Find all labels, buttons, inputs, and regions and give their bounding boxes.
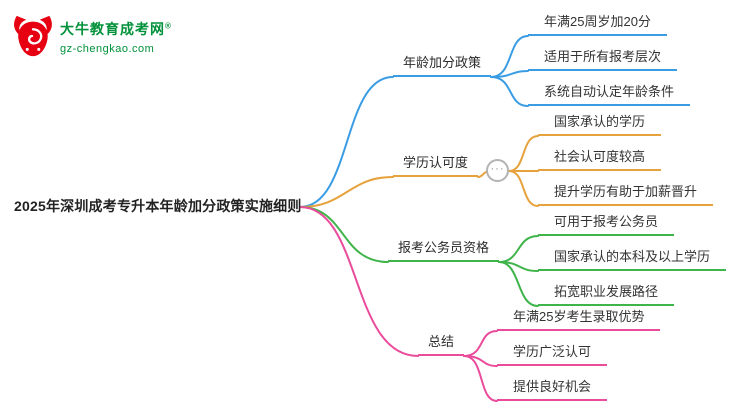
link-root-recognition bbox=[299, 176, 394, 208]
link-recognition-child-3 bbox=[508, 170, 539, 207]
child-node[interactable]: 适用于所有报考层次 bbox=[528, 46, 678, 71]
child-node[interactable]: 学历广泛认可 bbox=[497, 341, 608, 366]
link-summary-child-2 bbox=[463, 355, 498, 367]
child-node[interactable]: 年满25岁考生录取优势 bbox=[497, 306, 661, 331]
child-node[interactable]: 社会认可度较高 bbox=[538, 146, 662, 171]
branch-node-civil-service[interactable]: 报考公务员资格 bbox=[388, 237, 500, 262]
link-root-civil-service bbox=[299, 206, 389, 263]
child-node[interactable]: 可用于报考公务员 bbox=[538, 211, 675, 236]
child-node[interactable]: 国家承认的学历 bbox=[538, 111, 662, 136]
logo-text: 大牛教育成考网® gz-chengkao.com bbox=[60, 19, 172, 55]
link-age-child-2 bbox=[490, 70, 529, 78]
root-node[interactable]: 2025年深圳成考专升本年龄加分政策实施细则 bbox=[14, 198, 302, 214]
child-node[interactable]: 提升学历有助于加薪晋升 bbox=[538, 181, 714, 206]
link-civil-child-3 bbox=[498, 261, 539, 307]
site-logo[interactable]: 大牛教育成考网® gz-chengkao.com bbox=[10, 13, 172, 59]
link-civil-child-1 bbox=[498, 235, 539, 263]
link-recognition-child-1 bbox=[508, 135, 539, 172]
site-url: gz-chengkao.com bbox=[60, 43, 155, 55]
link-summary-child-3 bbox=[463, 355, 498, 402]
link-civil-child-2 bbox=[498, 261, 539, 272]
child-node[interactable]: 拓宽职业发展路径 bbox=[538, 281, 675, 306]
branch-node-recognition[interactable]: 学历认可度 bbox=[393, 152, 479, 177]
link-root-age-policy bbox=[299, 76, 394, 208]
child-node[interactable]: 系统自动认定年龄条件 bbox=[528, 81, 691, 106]
collapse-toggle[interactable]: ··· bbox=[486, 159, 509, 182]
link-root-summary bbox=[299, 206, 419, 357]
child-node[interactable]: 提供良好机会 bbox=[497, 376, 608, 401]
branch-node-summary[interactable]: 总结 bbox=[418, 331, 465, 356]
bull-icon bbox=[14, 15, 52, 57]
registered-mark: ® bbox=[165, 21, 172, 31]
link-age-child-3 bbox=[490, 76, 529, 107]
child-node[interactable]: 国家承认的本科及以上学历 bbox=[538, 246, 727, 271]
branch-node-age-policy[interactable]: 年龄加分政策 bbox=[393, 52, 492, 77]
child-node[interactable]: 年满25周岁加20分 bbox=[528, 11, 667, 36]
link-summary-child-1 bbox=[463, 330, 498, 357]
site-name: 大牛教育成考网® bbox=[60, 21, 172, 37]
link-age-child-1 bbox=[490, 35, 529, 78]
